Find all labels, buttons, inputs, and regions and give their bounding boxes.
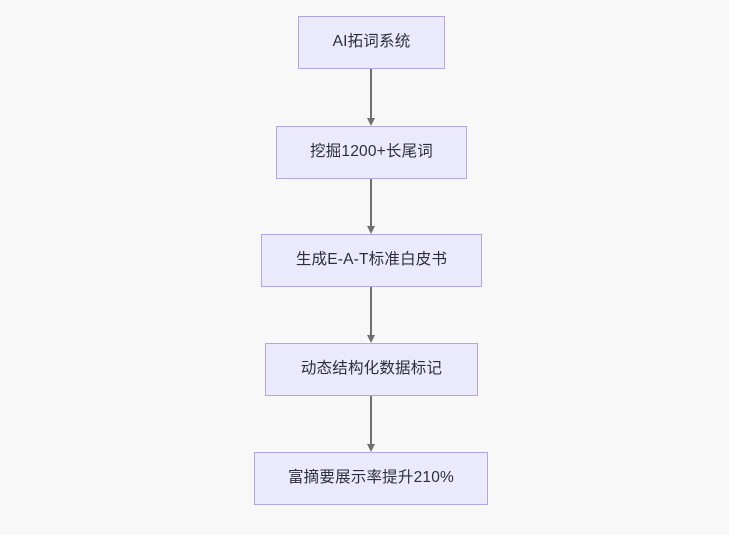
flow-node-5-label: 富摘要展示率提升210%: [287, 469, 455, 487]
connector-arrowhead-4: [366, 444, 375, 452]
connector-line-4: [370, 396, 372, 444]
flow-node-3[interactable]: 生成E-A-T标准白皮书: [261, 234, 482, 287]
flow-node-1-label: AI拓词系统: [332, 33, 411, 51]
connector-arrowhead-1: [366, 118, 375, 126]
flow-node-5[interactable]: 富摘要展示率提升210%: [254, 452, 488, 505]
flow-node-1[interactable]: AI拓词系统: [298, 16, 445, 69]
flow-node-2-label: 挖掘1200+长尾词: [309, 143, 434, 161]
connector-line-3: [370, 287, 372, 335]
flow-node-4[interactable]: 动态结构化数据标记: [265, 343, 478, 396]
connector-line-1: [370, 69, 372, 118]
flow-node-3-label: 生成E-A-T标准白皮书: [295, 251, 448, 269]
connector-line-2: [370, 179, 372, 226]
connector-arrowhead-3: [366, 335, 375, 343]
flow-node-4-label: 动态结构化数据标记: [300, 360, 443, 378]
connector-arrowhead-2: [366, 226, 375, 234]
flow-node-2[interactable]: 挖掘1200+长尾词: [276, 126, 467, 179]
